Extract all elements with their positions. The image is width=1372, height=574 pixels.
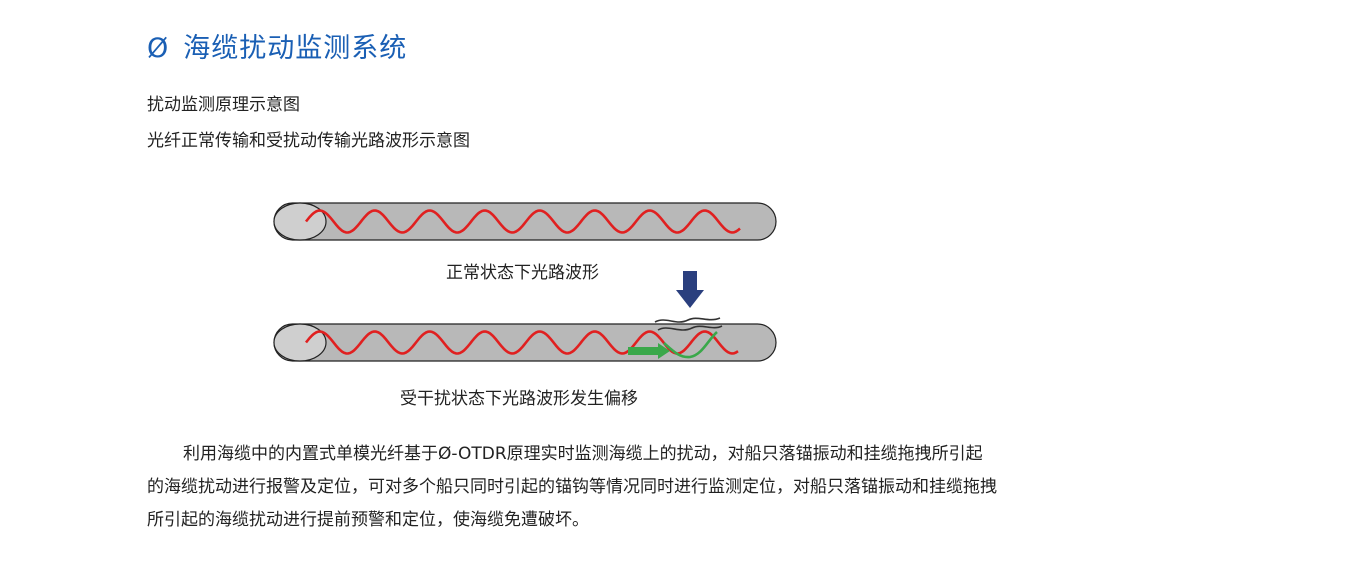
normal-wave-signal bbox=[304, 209, 741, 234]
subtitle-waveform: 光纤正常传输和受扰动传输光路波形示意图 bbox=[147, 131, 470, 151]
disturbance-lines bbox=[654, 317, 723, 331]
normal-cable bbox=[273, 202, 777, 241]
title-mark: Ø bbox=[147, 33, 170, 64]
shifted-wave-signal bbox=[663, 331, 718, 359]
title-text: 海缆扰动监测系统 bbox=[183, 33, 408, 64]
description-paragraph: 利用海缆中的内置式单模光纤基于Ø-OTDR原理实时监测海缆上的扰动，对船只落锚振… bbox=[147, 438, 997, 537]
normal-cable-end bbox=[273, 202, 327, 241]
subtitle-principle: 扰动监测原理示意图 bbox=[147, 95, 300, 115]
disturbed-cable bbox=[273, 317, 777, 362]
disturbed-waveform-caption: 受干扰状态下光路波形发生偏移 bbox=[400, 389, 638, 409]
normal-waveform-caption: 正常状态下光路波形 bbox=[446, 263, 599, 283]
pressure-arrow-icon bbox=[676, 271, 704, 308]
shift-arrow-icon bbox=[628, 343, 670, 359]
page-title: Ø 海缆扰动监测系统 bbox=[147, 26, 407, 65]
description-text: 利用海缆中的内置式单模光纤基于Ø-OTDR原理实时监测海缆上的扰动，对船只落锚振… bbox=[147, 444, 997, 530]
disturbed-cable-end bbox=[273, 323, 327, 362]
